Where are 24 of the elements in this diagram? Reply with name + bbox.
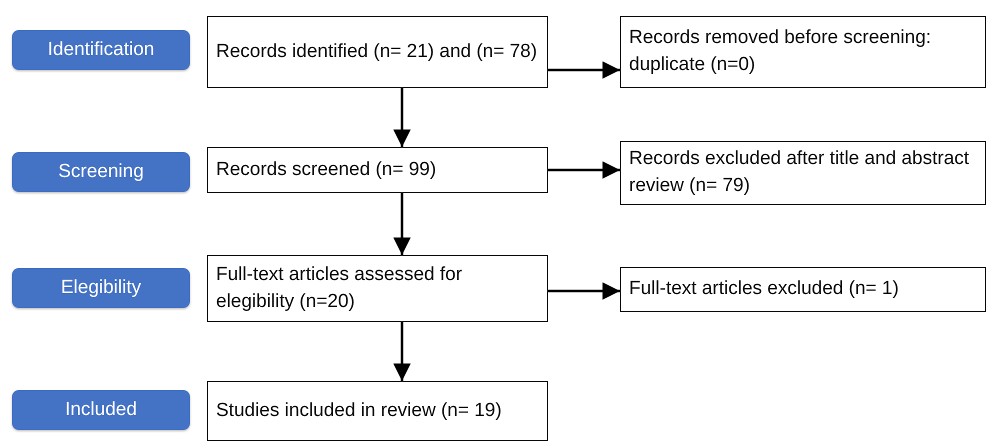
arrow [393, 88, 411, 147]
stage-label: Included [12, 390, 190, 430]
box-text: Studies included in review (n= 19) [216, 398, 502, 423]
process-box [620, 16, 986, 88]
box-text: Records excluded after title and abstract review (n= 79) [629, 147, 970, 198]
stage-label: Screening [12, 152, 190, 192]
process-box [620, 267, 986, 312]
box-text: Records identified (n= 21) and (n= 78) [216, 40, 538, 64]
box-text: Full-text articles excluded (n= 1) [629, 277, 899, 302]
arrow [548, 61, 620, 79]
arrow [548, 161, 620, 179]
process-box [620, 141, 986, 205]
stage-label: Identification [12, 30, 190, 70]
process-box [207, 16, 548, 88]
box-text: Records screened (n= 99) [216, 158, 436, 182]
process-box [207, 255, 548, 322]
arrow [548, 282, 620, 300]
arrow [393, 322, 411, 381]
box-text: Records removed before screening: duplicate (n=0) [629, 26, 932, 77]
stage-label: Elegibility [12, 268, 190, 308]
process-box [207, 381, 548, 441]
box-text: Full-text articles assessed for elegibility (n=20) [216, 262, 464, 314]
arrow [393, 193, 411, 255]
process-box [207, 147, 548, 193]
